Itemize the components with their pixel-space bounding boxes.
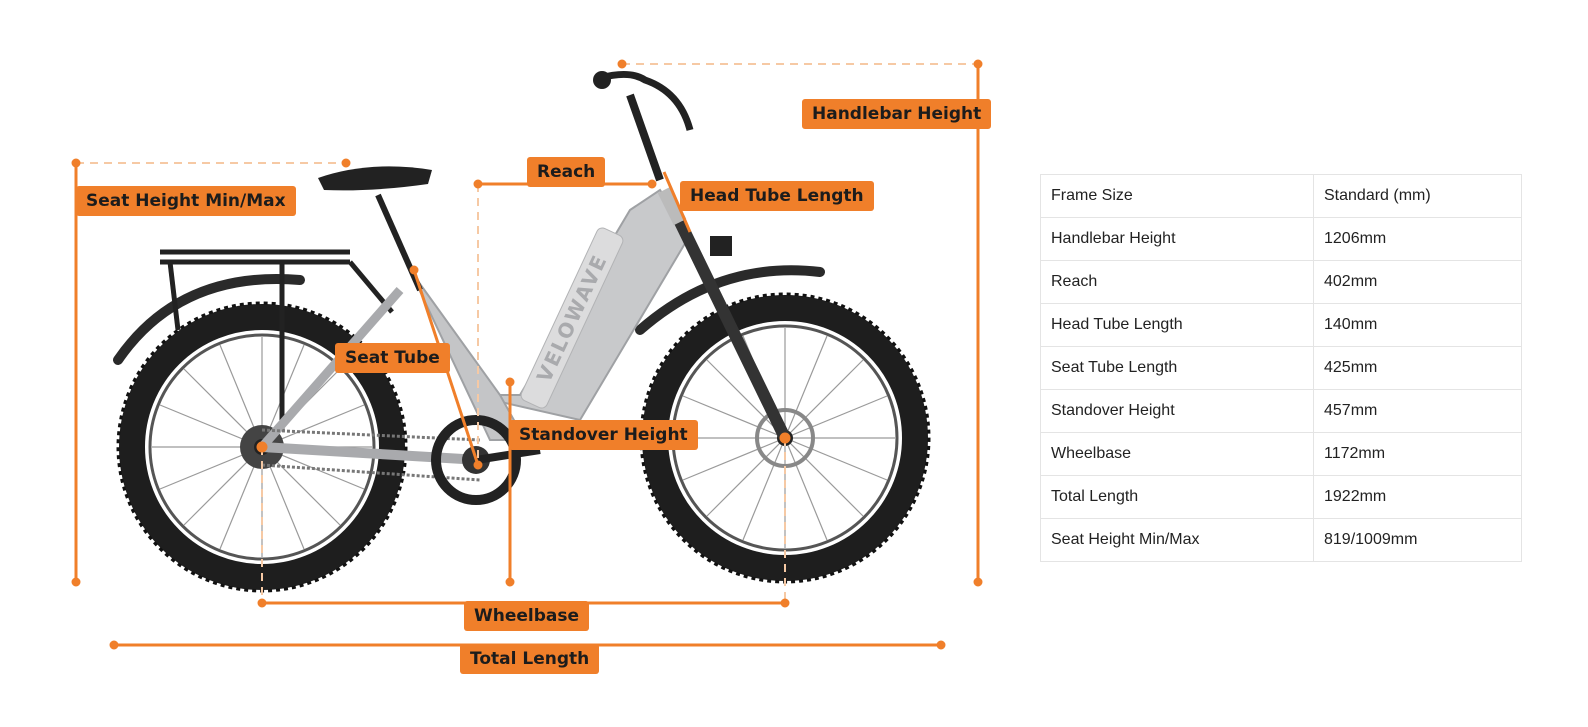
label-seat-tube: Seat Tube [335, 343, 450, 373]
table-cell-value: 819/1009mm [1313, 518, 1522, 562]
table-cell-value: 425mm [1313, 346, 1522, 390]
table-cell-value: 1206mm [1313, 217, 1522, 261]
table-cell-value: 140mm [1313, 303, 1522, 347]
label-seat-height: Seat Height Min/Max [76, 186, 296, 216]
table-cell-value: Standard (mm) [1313, 174, 1522, 218]
table-cell-label: Standover Height [1040, 389, 1314, 433]
bike-illustration: VELOWAVE [71, 59, 983, 650]
table-cell-value: 1922mm [1313, 475, 1522, 519]
label-reach: Reach [527, 157, 606, 187]
label-standover-height: Standover Height [509, 420, 698, 450]
label-total-length: Total Length [460, 644, 600, 674]
table-cell-label: Handlebar Height [1040, 217, 1314, 261]
table-cell-label: Head Tube Length [1040, 303, 1314, 347]
table-cell-label: Frame Size [1040, 174, 1314, 218]
table-cell-label: Reach [1040, 260, 1314, 304]
table-cell-value: 402mm [1313, 260, 1522, 304]
table-cell-label: Seat Height Min/Max [1040, 518, 1314, 562]
table-cell-label: Total Length [1040, 475, 1314, 519]
table-cell-value: 1172mm [1313, 432, 1522, 476]
bicycle: VELOWAVE [113, 71, 931, 593]
bike-geometry-diagram: VELOWAVE [71, 59, 992, 674]
label-head-tube-length: Head Tube Length [680, 181, 874, 211]
label-handlebar-height: Handlebar Height [802, 99, 992, 129]
label-wheelbase: Wheelbase [464, 601, 590, 631]
table-cell-value: 457mm [1313, 389, 1522, 433]
table-cell-label: Seat Tube Length [1040, 346, 1314, 390]
rear-rack [160, 249, 394, 430]
table-cell-label: Wheelbase [1040, 432, 1314, 476]
